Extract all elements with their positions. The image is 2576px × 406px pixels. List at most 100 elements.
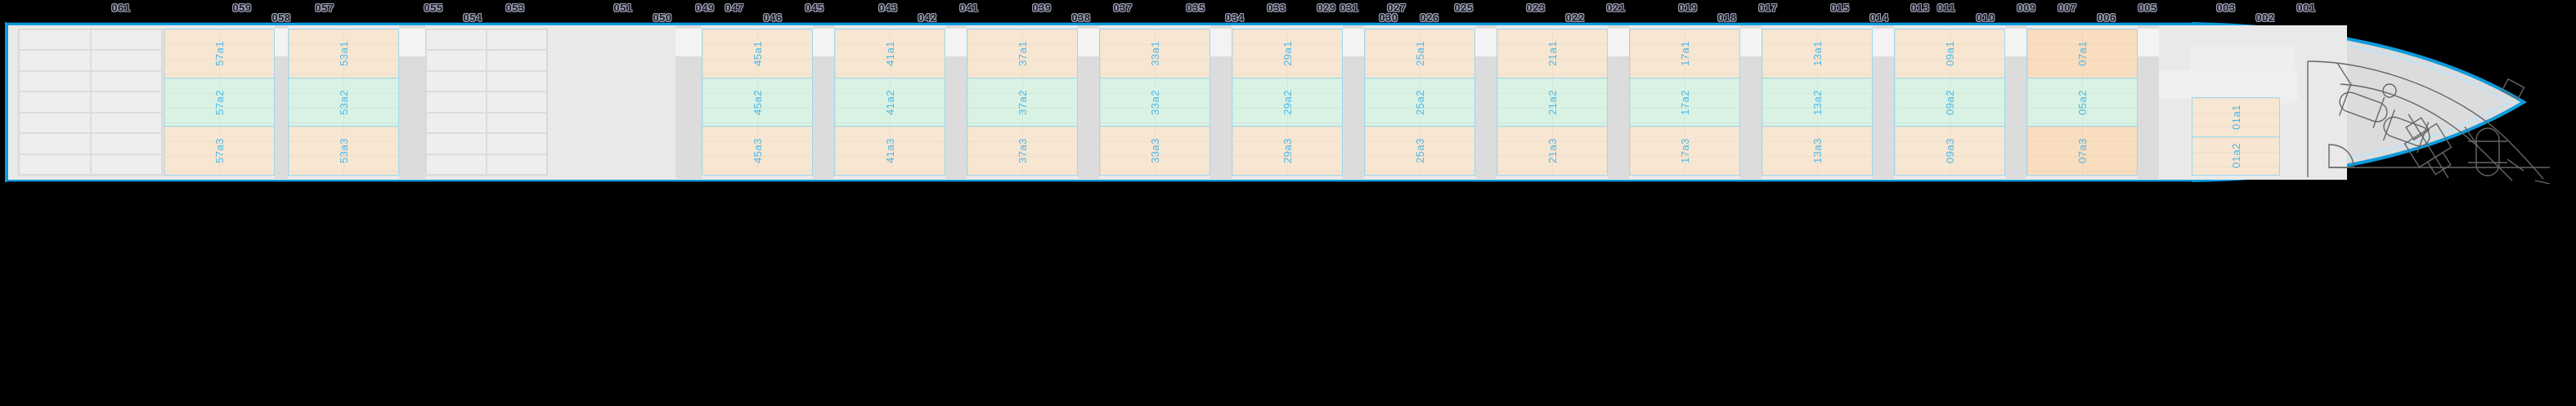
cell-label: 13a3 <box>1811 138 1824 164</box>
cell-label: 53a2 <box>337 89 350 115</box>
cargo-cell-41a3[interactable]: 41a3 <box>834 126 945 176</box>
cargo-cell-09a2[interactable]: 09a2 <box>1894 77 2005 127</box>
cargo-cell-57a3[interactable]: 57a3 <box>164 126 275 176</box>
cargo-cell-33a3[interactable]: 33a3 <box>1099 126 1210 176</box>
cargo-cell-21a1[interactable]: 21a1 <box>1497 29 1608 78</box>
cargo-cell-01a1[interactable]: 01a1 <box>2192 97 2280 136</box>
lashing-bridge-cap <box>675 29 702 56</box>
cargo-cell-29a3[interactable]: 29a3 <box>1232 126 1343 176</box>
bay-number-045: 045 <box>805 2 824 14</box>
cargo-cell-13a3[interactable]: 13a3 <box>1761 126 1873 176</box>
cell-label: 01a2 <box>2229 143 2242 169</box>
cargo-cell-07a3[interactable]: 07a3 <box>2026 126 2138 176</box>
cargo-cell-09a1[interactable]: 09a1 <box>1894 29 2005 78</box>
cargo-cell-07a1[interactable]: 07a1 <box>2026 29 2138 78</box>
cargo-bay-33[interactable]: 33a1 33a2 33a3 <box>1099 29 1210 176</box>
bay-number-027: 027 <box>1387 2 1407 14</box>
grid-cell <box>90 133 162 154</box>
cargo-bay-37[interactable]: 37a1 37a2 37a3 <box>967 29 1078 176</box>
cargo-cell-29a1[interactable]: 29a1 <box>1232 29 1343 78</box>
cargo-cell-13a1[interactable]: 13a1 <box>1761 29 1873 78</box>
cell-label: 37a1 <box>1016 40 1029 66</box>
cargo-cell-57a1[interactable]: 57a1 <box>164 29 275 78</box>
cargo-bay-01[interactable]: 01a1 01a2 <box>2192 97 2280 176</box>
cargo-cell-17a1[interactable]: 17a1 <box>1629 29 1740 78</box>
cell-label: 05a2 <box>2076 89 2089 115</box>
cargo-cell-45a3[interactable]: 45a3 <box>702 126 813 176</box>
cargo-cell-09a3[interactable]: 09a3 <box>1894 126 2005 176</box>
grid-cell <box>19 112 91 134</box>
cargo-cell-37a2[interactable]: 37a2 <box>967 77 1078 127</box>
bay-number-042: 042 <box>918 11 937 24</box>
cargo-cell-53a2[interactable]: 53a2 <box>288 77 399 127</box>
cell-label: 21a3 <box>1546 138 1559 164</box>
grid-cell <box>90 70 162 92</box>
cargo-cell-25a2[interactable]: 25a2 <box>1364 77 1475 127</box>
panama-chock-icon <box>2501 78 2525 100</box>
bay-number-029: 029 <box>1317 2 1336 14</box>
cargo-bay-17[interactable]: 17a1 17a2 17a3 <box>1629 29 1740 176</box>
grid-cell <box>19 70 91 92</box>
cell-label: 09a1 <box>1943 40 1956 66</box>
cargo-cell-25a3[interactable]: 25a3 <box>1364 126 1475 176</box>
cargo-bay-07[interactable]: 07a1 05a2 07a3 <box>2026 29 2138 176</box>
panama-chock-icon <box>2328 144 2354 168</box>
grid-cell <box>426 29 487 51</box>
cargo-cell-41a2[interactable]: 41a2 <box>834 77 945 127</box>
cell-label: 21a1 <box>1546 40 1559 66</box>
lashing-bridge-cap <box>1078 29 1099 56</box>
bay-number-025: 025 <box>1454 2 1474 14</box>
cargo-cell-21a2[interactable]: 21a2 <box>1497 77 1608 127</box>
stern-empty-grid[interactable] <box>18 29 163 176</box>
midship-empty-grid[interactable] <box>425 29 548 176</box>
cargo-cell-33a1[interactable]: 33a1 <box>1099 29 1210 78</box>
bay-number-011: 011 <box>1936 2 1956 14</box>
grid-cell <box>487 29 547 51</box>
cell-label: 17a3 <box>1678 138 1691 164</box>
lashing-bridge-cap <box>1475 29 1497 56</box>
cargo-cell-25a1[interactable]: 25a1 <box>1364 29 1475 78</box>
lashing-bridge-cap <box>1740 29 1761 56</box>
cell-label: 45a3 <box>751 138 764 164</box>
forecastle-radial-3 <box>2506 158 2524 172</box>
lashing-bridge-gap <box>275 25 288 179</box>
cargo-cell-45a1[interactable]: 45a1 <box>702 29 813 78</box>
cargo-cell-41a1[interactable]: 41a1 <box>834 29 945 78</box>
cargo-cell-33a2[interactable]: 33a2 <box>1099 77 1210 127</box>
cargo-bay-21[interactable]: 21a1 21a2 21a3 <box>1497 29 1608 176</box>
cargo-cell-05a2[interactable]: 05a2 <box>2026 77 2138 127</box>
bay-number-059: 059 <box>232 2 252 14</box>
cargo-cell-37a3[interactable]: 37a3 <box>967 126 1078 176</box>
cargo-cell-57a2[interactable]: 57a2 <box>164 77 275 127</box>
forecastle-deck <box>2307 60 2551 184</box>
lashing-bridge-gap <box>1475 25 1497 179</box>
grid-cell <box>90 154 162 175</box>
cargo-cell-45a2[interactable]: 45a2 <box>702 77 813 127</box>
cargo-cell-21a3[interactable]: 21a3 <box>1497 126 1608 176</box>
cell-label: 33a2 <box>1148 89 1161 115</box>
cell-label: 17a2 <box>1678 89 1691 115</box>
cell-label: 07a1 <box>2076 40 2089 66</box>
bay-number-018: 018 <box>1717 11 1737 24</box>
cargo-bay-53[interactable]: 53a1 53a2 53a3 <box>288 29 399 176</box>
cell-label: 37a2 <box>1016 89 1029 115</box>
cargo-cell-53a1[interactable]: 53a1 <box>288 29 399 78</box>
cargo-cell-29a2[interactable]: 29a2 <box>1232 77 1343 127</box>
cargo-cell-53a3[interactable]: 53a3 <box>288 126 399 176</box>
grid-cell <box>487 91 547 113</box>
cargo-cell-01a2[interactable]: 01a2 <box>2192 136 2280 176</box>
bay-number-007: 007 <box>2058 2 2077 14</box>
cargo-cell-13a2[interactable]: 13a2 <box>1761 77 1873 127</box>
cargo-cell-37a1[interactable]: 37a1 <box>967 29 1078 78</box>
cargo-cell-17a3[interactable]: 17a3 <box>1629 126 1740 176</box>
cargo-cell-17a2[interactable]: 17a2 <box>1629 77 1740 127</box>
